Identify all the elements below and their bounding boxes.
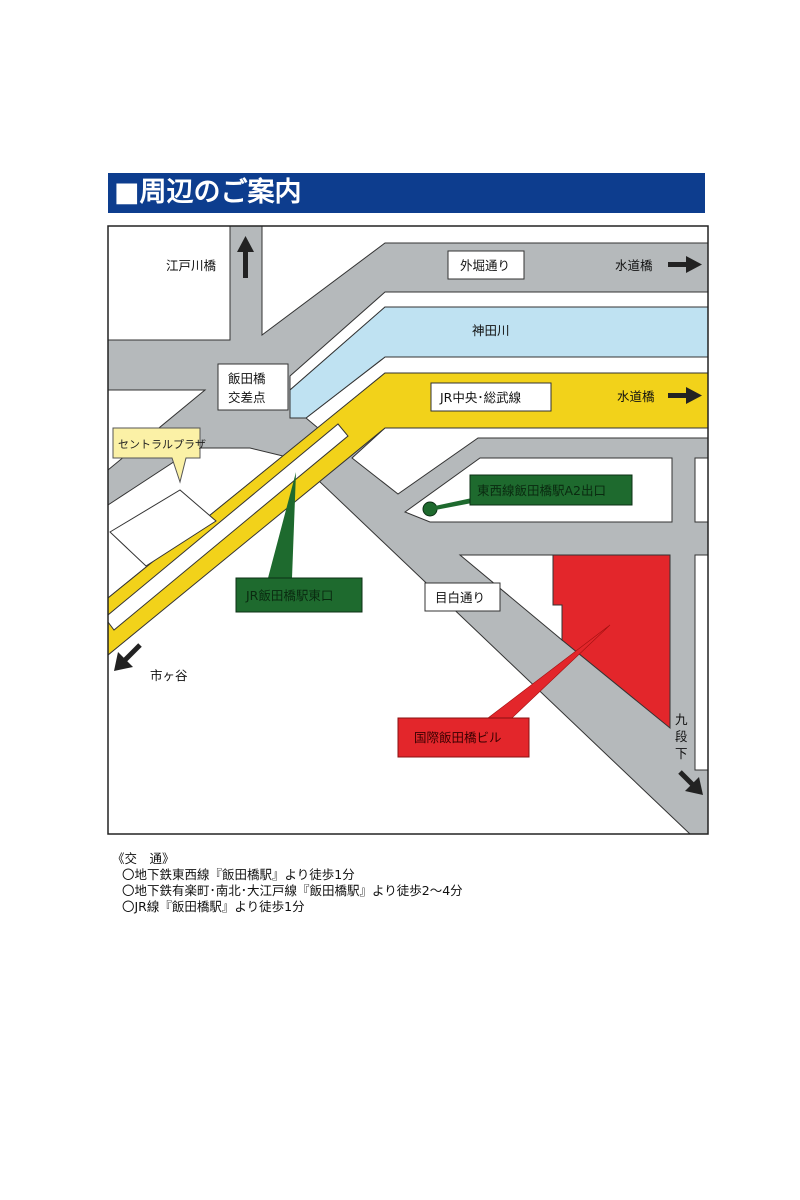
sotobori-label-box (447, 250, 525, 280)
label-intersection-1: 飯田橋 (228, 371, 266, 386)
label-suidobashi-rail: 水道橋 (617, 389, 655, 404)
label-intersection-2: 交差点 (228, 390, 266, 405)
label-kudanshita-3: 下 (675, 746, 688, 761)
label-suidobashi-top: 水道橋 (615, 258, 653, 273)
arrow-right-icon (668, 387, 702, 404)
kokusai-iidabashi-building (552, 554, 671, 730)
label-central-plaza: セントラルプラザ (118, 438, 206, 451)
access-heading: 《交 通》 (112, 851, 175, 866)
label-jr-east-exit: JR飯田橋駅東口 (245, 588, 333, 603)
tozai-exit-label-box (469, 474, 633, 506)
central-plaza-callout (112, 427, 201, 484)
block-top-left (107, 225, 231, 341)
label-mejiro-dori: 目白通り (435, 590, 485, 605)
arrow-right-icon (668, 256, 702, 273)
label-tozai-exit: 東西線飯田橋駅A2出口 (477, 483, 606, 498)
label-sotobori-dori: 外堀通り (460, 258, 510, 273)
block-right-1 (694, 457, 709, 523)
section-title: ■周辺のご案内 (108, 173, 705, 213)
jr-line-label-box (430, 382, 552, 412)
jr-east-exit-pointer (268, 472, 296, 578)
label-building: 国際飯田橋ビル (414, 730, 502, 745)
label-kudanshita-2: 段 (675, 729, 688, 744)
arrow-down-right-icon (678, 770, 703, 795)
building-label-box (397, 717, 530, 758)
intersection-label-box (217, 363, 289, 411)
arrow-down-left-icon (114, 643, 142, 671)
access-item: 〇地下鉄有楽町･南北･大江戸線『飯田橋駅』より徒歩2～4分 (122, 883, 463, 898)
block-right-2 (694, 554, 709, 771)
access-item: 〇JR線『飯田橋駅』より徒歩1分 (122, 899, 305, 914)
access-info: 《交 通》 〇地下鉄東西線『飯田橋駅』より徒歩1分 〇地下鉄有楽町･南北･大江戸… (112, 851, 463, 915)
label-ichigaya: 市ヶ谷 (150, 668, 188, 683)
access-item: 〇地下鉄東西線『飯田橋駅』より徒歩1分 (122, 867, 355, 882)
label-kandagawa: 神田川 (472, 323, 510, 338)
label-jr-line: JR中央･総武線 (439, 390, 522, 405)
label-edogawabashi: 江戸川橋 (166, 258, 217, 273)
tozai-exit-pointer (430, 498, 472, 511)
arrow-up-icon (237, 236, 254, 278)
map-border (107, 225, 709, 835)
central-plaza-building (109, 489, 217, 567)
jr-east-exit-label-box (235, 577, 363, 613)
station-platform (107, 423, 349, 631)
label-kudanshita-1: 九 (675, 712, 688, 727)
mejiro-label-box (424, 582, 501, 612)
